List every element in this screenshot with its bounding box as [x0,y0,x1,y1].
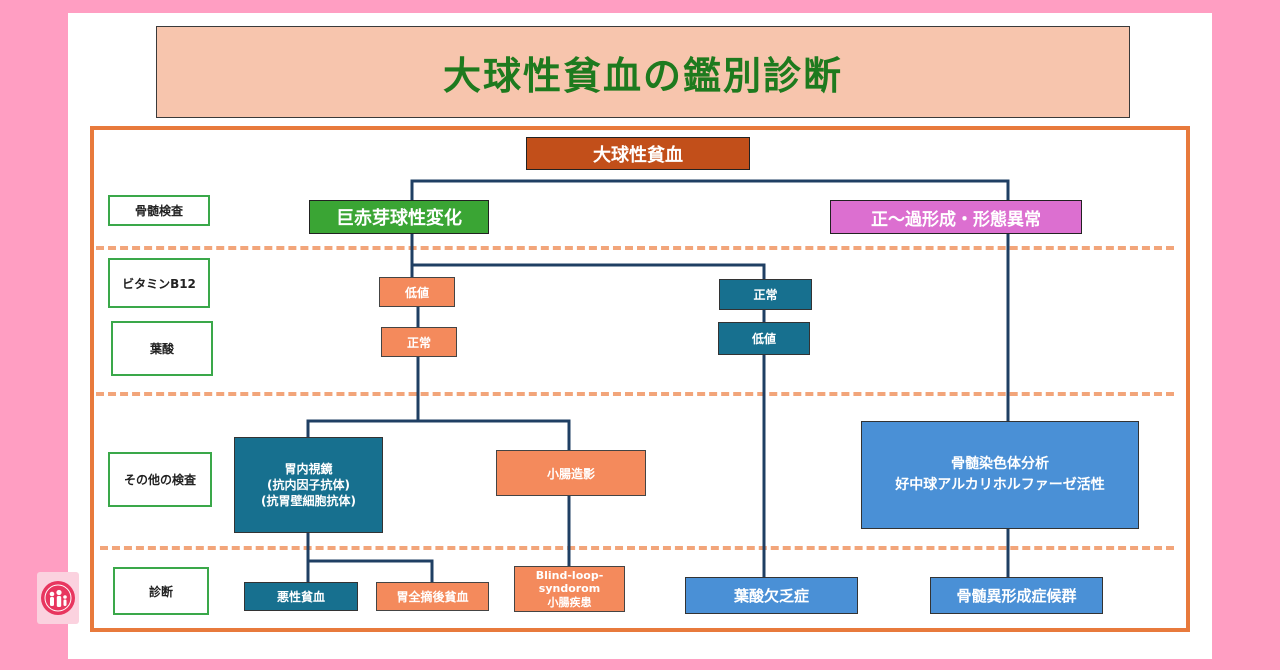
family-logo-icon [41,581,75,615]
node-gastroscopy: 胃内視鏡 (抗内因子抗体) (抗胃壁細胞抗体) [234,437,383,533]
row-label-marrow: 骨髄検査 [108,195,210,226]
node-macrocytic-anemia: 大球性貧血 [526,137,750,170]
connector-line [306,419,571,450]
node-b12-normal: 正常 [719,279,812,310]
diagram-frame [90,126,1190,632]
row-label-other: その他の検査 [108,452,212,507]
row-label-folate: 葉酸 [111,321,213,376]
dx-pernicious-anemia: 悪性貧血 [244,582,358,611]
node-folate-low: 低値 [718,322,810,355]
dx-myelodysplastic-syndrome: 骨髄異形成症候群 [930,577,1103,614]
node-marrow-analysis: 骨髄染色体分析 好中球アルカリホルファーゼ活性 [861,421,1139,529]
node-folate-normal: 正常 [381,327,457,357]
diagram-canvas [68,13,1212,659]
row-divider [96,392,1174,396]
dx-folate-deficiency: 葉酸欠乏症 [685,577,858,614]
node-b12-low: 低値 [379,277,455,307]
connector-line [410,179,1010,200]
node-small-bowel-series: 小腸造影 [496,450,646,496]
connector-line [412,263,766,279]
row-label-b12: ビタミンB12 [108,258,210,308]
dx-blind-loop-syndrome: Blind-loop- syndorom 小腸疾患 [514,566,625,612]
site-logo [37,572,79,624]
row-divider [96,246,1174,250]
page-title: 大球性貧血の鑑別診断 [156,26,1130,118]
node-megaloblastic-change: 巨赤芽球性変化 [309,200,489,234]
row-divider [100,546,1174,550]
dx-post-gastrectomy-anemia: 胃全摘後貧血 [376,582,489,611]
connector-line [308,559,434,582]
node-normo-hyperplasia: 正～過形成・形態異常 [830,200,1082,234]
row-label-diagnosis: 診断 [113,567,209,615]
